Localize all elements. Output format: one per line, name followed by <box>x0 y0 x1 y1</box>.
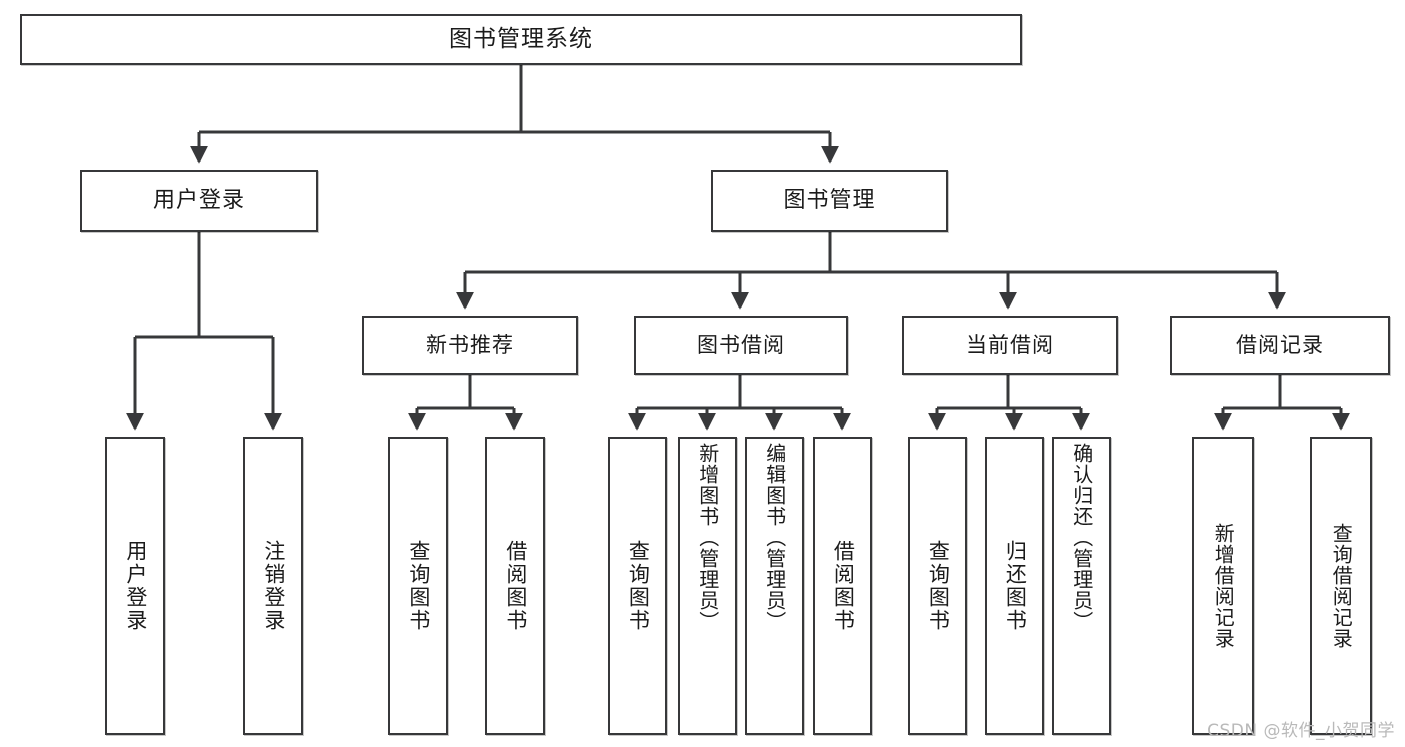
node-borrow-record[interactable]: 借阅记录 <box>1170 316 1390 375</box>
leaf-label: 查询图书 <box>626 540 651 632</box>
leaf-label: 注销登录 <box>261 540 286 632</box>
leaf-label: 借阅图书 <box>503 540 528 632</box>
leaf-label: 确认归还（管理员） <box>1069 443 1094 632</box>
leaf-node[interactable]: 借阅图书 <box>813 437 872 735</box>
leaf-node[interactable]: 确认归还（管理员） <box>1052 437 1111 735</box>
leaf-node[interactable]: 查询借阅记录 <box>1310 437 1372 735</box>
node-book-management[interactable]: 图书管理 <box>711 170 948 232</box>
node-current-borrow[interactable]: 当前借阅 <box>902 316 1118 375</box>
node-new-book-recommend-label: 新书推荐 <box>426 332 514 357</box>
leaf-label: 查询图书 <box>406 540 431 632</box>
leaf-label: 借阅图书 <box>831 540 856 632</box>
node-book-borrow[interactable]: 图书借阅 <box>634 316 848 375</box>
leaf-node[interactable]: 用户登录 <box>105 437 165 735</box>
leaf-node[interactable]: 查询图书 <box>608 437 667 735</box>
leaf-label: 新增图书（管理员） <box>695 443 720 632</box>
leaf-label: 用户登录 <box>123 540 148 632</box>
leaf-node[interactable]: 新增借阅记录 <box>1192 437 1254 735</box>
leaf-label: 新增借阅记录 <box>1211 523 1236 649</box>
node-book-borrow-label: 图书借阅 <box>697 332 785 357</box>
leaf-node[interactable]: 编辑图书（管理员） <box>745 437 804 735</box>
node-root-label: 图书管理系统 <box>449 25 593 52</box>
node-current-borrow-label: 当前借阅 <box>966 332 1054 357</box>
node-book-management-label: 图书管理 <box>783 187 876 213</box>
leaf-node[interactable]: 借阅图书 <box>485 437 545 735</box>
node-root-system[interactable]: 图书管理系统 <box>20 14 1022 65</box>
leaf-node[interactable]: 查询图书 <box>388 437 448 735</box>
node-user-login[interactable]: 用户登录 <box>80 170 318 232</box>
leaf-label: 归还图书 <box>1003 540 1028 632</box>
node-borrow-record-label: 借阅记录 <box>1236 332 1324 357</box>
leaf-node[interactable]: 查询图书 <box>908 437 967 735</box>
node-new-book-recommend[interactable]: 新书推荐 <box>362 316 578 375</box>
leaf-node[interactable]: 新增图书（管理员） <box>678 437 737 735</box>
leaf-label: 编辑图书（管理员） <box>762 443 787 632</box>
leaf-label: 查询图书 <box>926 540 951 632</box>
node-user-login-label: 用户登录 <box>152 187 245 213</box>
leaf-node[interactable]: 归还图书 <box>985 437 1044 735</box>
leaf-label: 查询借阅记录 <box>1329 523 1354 649</box>
csdn-watermark: CSDN @软件_小贺同学 <box>1207 721 1395 741</box>
leaf-node[interactable]: 注销登录 <box>243 437 303 735</box>
